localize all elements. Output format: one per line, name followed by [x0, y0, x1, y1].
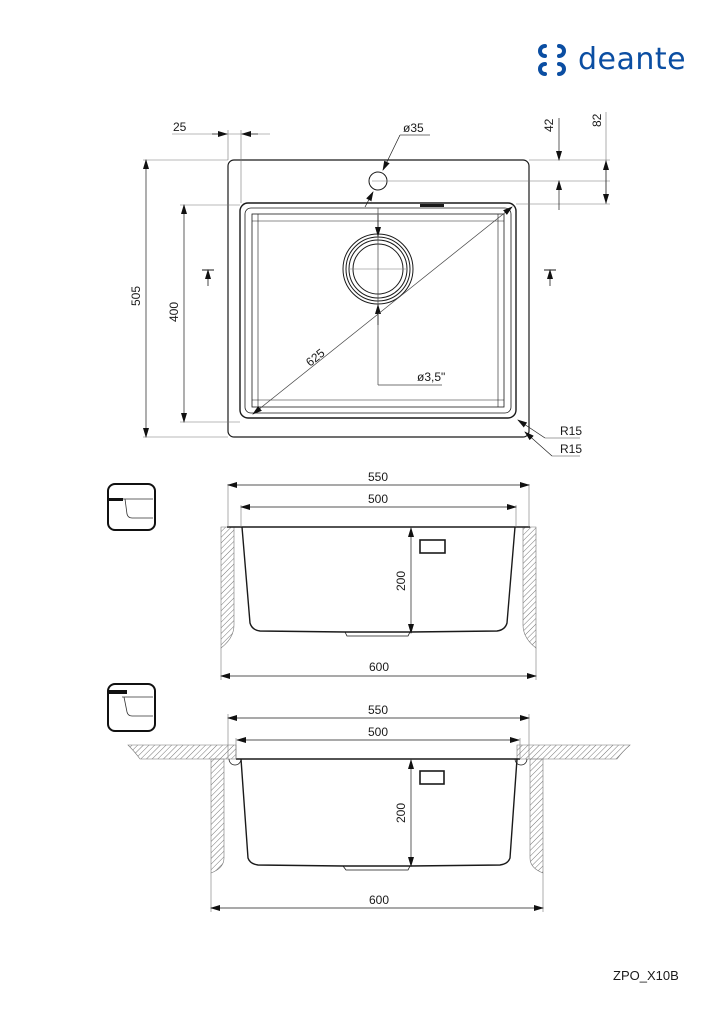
top-view: [143, 112, 610, 457]
dim-overall-depth: 505: [129, 286, 143, 306]
deante-logo-icon: [538, 44, 566, 76]
dim-flush-depth: 200: [394, 571, 408, 591]
dim-bowl-depth: 400: [167, 302, 181, 322]
dim-under-outer: 550: [368, 703, 388, 717]
dim-tap-offset: 42: [542, 118, 556, 132]
model-code: ZPO_X10B: [613, 968, 679, 983]
section-flush: [220, 482, 537, 680]
dim-diagonal: 625: [303, 346, 328, 370]
dim-radius-outer: R15: [560, 442, 582, 456]
dim-under-inner: 500: [368, 725, 388, 739]
dim-under-depth: 200: [394, 803, 408, 823]
section-undermount: [127, 714, 631, 912]
dim-under-cabinet: 600: [369, 893, 389, 907]
dim-flush-cabinet: 600: [369, 660, 389, 674]
dim-tap-hole: ø35: [403, 121, 424, 135]
undermount-icon: [107, 683, 156, 732]
sink-outline-top: [227, 159, 530, 438]
dim-rim-offset: 82: [590, 113, 604, 127]
flush-mount-icon: [107, 483, 156, 531]
dim-flange-width: 25: [173, 120, 187, 134]
brand-logo: deante: [532, 40, 686, 80]
dim-drain: ø3,5": [417, 370, 445, 384]
dim-flush-inner: 500: [368, 492, 388, 506]
dim-flush-outer: 550: [368, 470, 388, 484]
dim-radius-inner: R15: [560, 424, 582, 438]
brand-name: deante: [578, 42, 687, 77]
